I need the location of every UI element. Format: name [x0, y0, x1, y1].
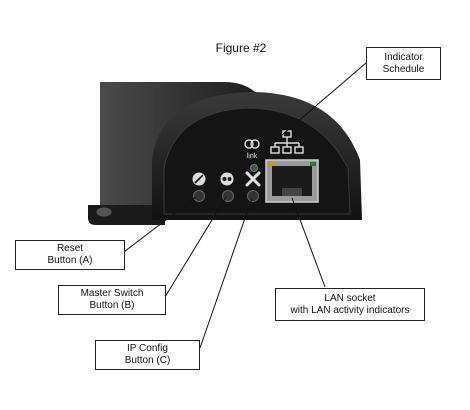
- callout-line: Button (B): [89, 300, 135, 311]
- leader-ip-config: [199, 197, 253, 349]
- callout-lan-socket: LAN socket with LAN activity indicators: [275, 288, 425, 321]
- callout-master-switch-button: Master Switch Button (B): [58, 285, 166, 315]
- callout-line: Indicator: [384, 52, 423, 63]
- link-icon: [244, 139, 254, 149]
- reset-button: [192, 172, 206, 202]
- link-indicator: link: [244, 139, 260, 172]
- leader-reset: [119, 196, 197, 256]
- callout-line: LAN socket: [324, 293, 376, 304]
- callout-line: IP Config: [127, 343, 168, 354]
- callout-line: Reset: [56, 243, 84, 254]
- ip-config-button: [245, 171, 261, 202]
- callout-line: with LAN activity indicators: [290, 305, 410, 316]
- callout-ip-config-button: IP Config Button (C): [95, 340, 200, 370]
- callout-reset-button: Reset Button (A): [15, 240, 125, 270]
- figure-title: Figure #2: [215, 41, 267, 55]
- network-icon: [270, 130, 304, 154]
- link-led: [250, 164, 258, 172]
- link-label: link: [247, 153, 258, 160]
- tools-icon: [245, 171, 261, 187]
- lan-link-led: [310, 162, 316, 166]
- leader-master-switch: [164, 196, 227, 298]
- lan-socket: [265, 159, 319, 203]
- callout-indicator-schedule: Indicator Schedule: [366, 47, 441, 80]
- mounting-hole: [95, 206, 113, 218]
- leader-indicator: [267, 62, 367, 148]
- leader-lan-socket: [291, 197, 326, 288]
- callout-line: Master Switch: [80, 288, 144, 299]
- master-switch-button: [220, 172, 234, 202]
- callout-line: Button (A): [47, 255, 93, 266]
- lan-activity-led: [268, 162, 274, 166]
- callout-line: Button (C): [124, 355, 171, 366]
- callout-line: Schedule: [382, 64, 425, 75]
